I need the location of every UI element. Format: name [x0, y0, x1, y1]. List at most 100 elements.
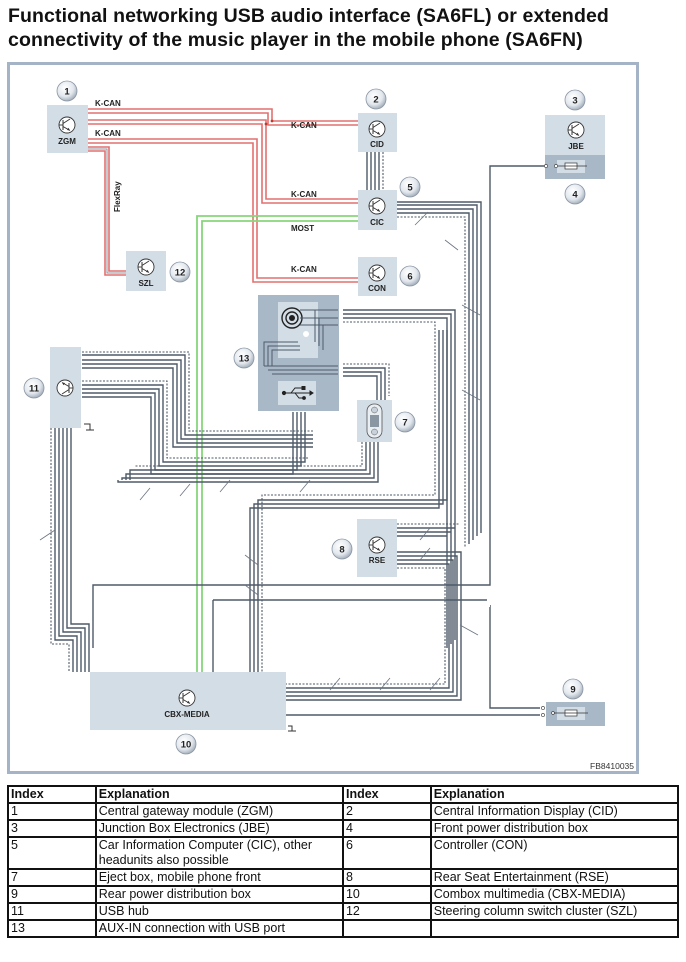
legend-explanation [429, 919, 680, 938]
transistor-icon [567, 121, 585, 139]
legend-index: 1 [7, 802, 97, 821]
legend-row: 9 Rear power distribution box 10 Combox … [7, 885, 680, 904]
header-explanation: Explanation [429, 785, 680, 804]
usb-icon [281, 386, 314, 400]
index-badge: 10 [175, 733, 197, 755]
module-cid[interactable]: CID [358, 113, 397, 152]
legend-explanation: Central Information Display (CID) [429, 802, 680, 821]
module-rear-power-distribution[interactable] [541, 702, 605, 726]
shield-lines [50, 152, 466, 685]
kcan-label: K-CAN [95, 129, 121, 138]
flexray-label: FlexRay [113, 181, 122, 212]
cid-label: CID [370, 140, 384, 149]
module-jbe[interactable]: JBE [544, 115, 605, 179]
index-badge: 9 [562, 678, 584, 700]
svg-text:3: 3 [572, 96, 577, 107]
svg-text:13: 13 [239, 354, 250, 365]
legend-index: 7 [7, 868, 97, 887]
svg-text:11: 11 [29, 384, 40, 395]
wiring-diagram: ZGM CID JBE CIC CON SZL [23, 80, 634, 771]
svg-text:9: 9 [570, 685, 575, 696]
index-badge: 8 [331, 538, 353, 560]
transistor-icon [58, 116, 76, 134]
legend-index: 2 [341, 802, 432, 821]
index-badge: 6 [399, 265, 421, 287]
svg-text:6: 6 [407, 272, 412, 283]
svg-text:12: 12 [175, 268, 186, 279]
svg-text:10: 10 [181, 740, 192, 751]
kcan-bus [88, 108, 358, 283]
legend-index: 8 [341, 868, 432, 887]
most-bus [196, 215, 358, 672]
svg-text:1: 1 [64, 87, 70, 98]
legend-explanation: Steering column switch cluster (SZL) [429, 902, 680, 921]
legend-index: 11 [7, 902, 97, 921]
legend-table: Index Explanation Index Explanation 1 Ce… [7, 785, 680, 938]
module-cic[interactable]: CIC [358, 190, 397, 230]
legend-explanation: Combox multimedia (CBX-MEDIA) [429, 885, 680, 904]
legend-explanation: Front power distribution box [429, 819, 680, 838]
diagram-frame [7, 62, 639, 774]
cic-label: CIC [370, 218, 384, 227]
legend-explanation: Rear Seat Entertainment (RSE) [429, 868, 680, 887]
legend-explanation: USB hub [94, 902, 344, 921]
title-line-1: Functional networking USB audio interfac… [8, 5, 609, 27]
kcan-label: K-CAN [291, 265, 317, 274]
legend-index: 10 [341, 885, 432, 904]
kcan-label: K-CAN [291, 190, 317, 199]
transistor-icon [178, 689, 196, 707]
index-badge: 11 [23, 377, 45, 399]
module-eject-box[interactable] [357, 400, 392, 442]
signal-wires [54, 152, 545, 716]
legend-header-row: Index Explanation Index Explanation [7, 785, 680, 804]
legend-explanation: Central gateway module (ZGM) [94, 802, 344, 821]
cbx-media-label: CBX-MEDIA [164, 710, 210, 719]
index-badge: 13 [233, 347, 255, 369]
module-zgm[interactable]: ZGM [47, 105, 88, 153]
legend-index: 5 [7, 836, 97, 870]
legend-index: 13 [7, 919, 97, 938]
transistor-icon [368, 536, 386, 554]
header-index: Index [341, 785, 432, 804]
index-badge: 1 [56, 80, 78, 102]
most-label: MOST [291, 224, 314, 233]
index-badge: 7 [394, 411, 416, 433]
legend-row: 13 AUX-IN connection with USB port [7, 919, 680, 938]
svg-text:8: 8 [339, 545, 344, 556]
index-badge: 2 [365, 88, 387, 110]
header-explanation: Explanation [94, 785, 344, 804]
legend-explanation: Junction Box Electronics (JBE) [94, 819, 344, 838]
module-con[interactable]: CON [358, 257, 397, 296]
legend-index: 12 [341, 902, 432, 921]
module-szl[interactable]: SZL [126, 251, 166, 291]
legend-explanation: AUX-IN connection with USB port [94, 919, 344, 938]
index-badge: 4 [564, 183, 586, 205]
module-cbx-media[interactable]: CBX-MEDIA [90, 672, 286, 730]
legend-explanation: Car Information Computer (CIC), other he… [94, 836, 344, 870]
legend-index [341, 919, 432, 938]
svg-text:5: 5 [407, 183, 413, 194]
jbe-label: JBE [568, 142, 584, 151]
legend-index: 4 [341, 819, 432, 838]
page-title: Functional networking USB audio interfac… [8, 4, 684, 52]
figure-id: FB8410035 [590, 761, 634, 771]
svg-text:2: 2 [373, 95, 378, 106]
svg-text:4: 4 [572, 190, 578, 201]
transistor-icon [368, 197, 386, 215]
zgm-label: ZGM [58, 137, 76, 146]
transistor-icon [137, 258, 155, 276]
svg-text:7: 7 [402, 418, 407, 429]
legend-row: 11 USB hub 12 Steering column switch clu… [7, 902, 680, 921]
szl-label: SZL [138, 279, 153, 288]
module-rse[interactable]: RSE [357, 519, 397, 577]
module-usb-hub[interactable] [50, 347, 81, 428]
legend-index: 3 [7, 819, 97, 838]
legend-row: 1 Central gateway module (ZGM) 2 Central… [7, 802, 680, 821]
kcan-label: K-CAN [291, 121, 317, 130]
legend-index: 6 [341, 836, 432, 870]
title-line-2: connectivity of the music player in the … [8, 29, 583, 51]
rse-label: RSE [369, 556, 386, 565]
legend-row: 5 Car Information Computer (CIC), other … [7, 836, 680, 870]
kcan-label: K-CAN [95, 99, 121, 108]
module-aux-in-usb[interactable] [258, 295, 339, 411]
